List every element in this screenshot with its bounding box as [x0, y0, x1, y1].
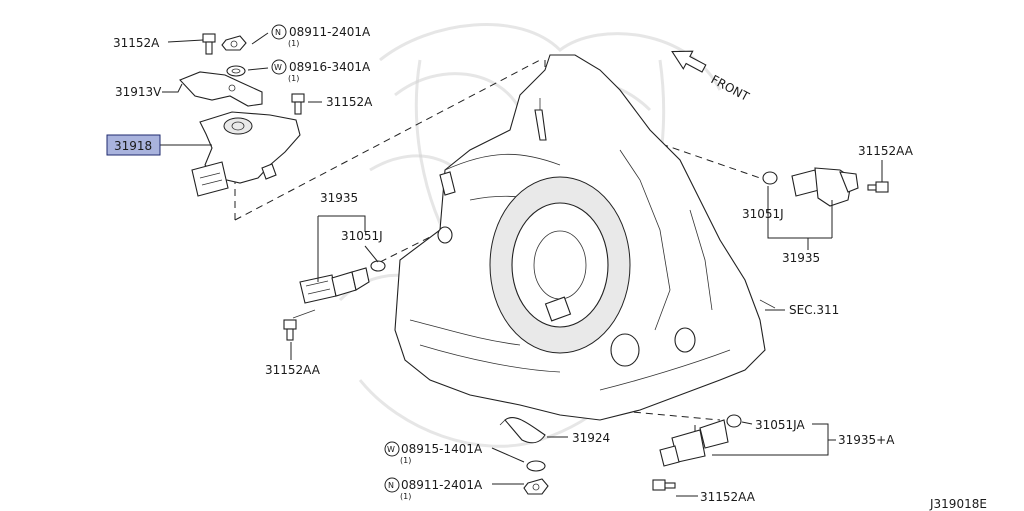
front-label: FRONT — [709, 72, 752, 104]
front-arrow-icon — [671, 50, 707, 73]
part-label-highlighted[interactable]: 31918 — [114, 139, 152, 153]
part-label[interactable]: 08916-3401A — [289, 60, 371, 74]
part-label[interactable]: 31935+A — [838, 433, 895, 447]
prefix-letter: W — [387, 445, 395, 454]
speed-sensor-bottom — [652, 414, 742, 491]
nut-icon — [221, 35, 247, 51]
bolt-icon — [867, 181, 889, 193]
diagram-id: J319018E — [929, 497, 987, 511]
leader-lines — [160, 32, 883, 497]
prefix-circle — [271, 59, 287, 75]
bolt-icon — [283, 319, 297, 341]
bolt-icon — [202, 33, 216, 55]
quantity-label: (1) — [400, 492, 411, 501]
part-label[interactable]: 31152AA — [700, 490, 756, 504]
quantity-label: (1) — [288, 39, 299, 48]
prefix-letter: N — [388, 481, 394, 490]
washer-icon — [526, 460, 546, 472]
part-label[interactable]: 31051J — [742, 207, 784, 221]
prefix-letter: W — [274, 63, 282, 72]
part-label[interactable]: 31152AA — [858, 144, 914, 158]
part-label[interactable]: 31913V — [115, 85, 162, 99]
quantity-label: (1) — [288, 74, 299, 83]
bolt-icon — [291, 93, 305, 115]
part-label[interactable]: 31152A — [113, 36, 160, 50]
part-label[interactable]: 31924 — [572, 431, 610, 445]
quantity-label: (1) — [400, 456, 411, 465]
section-label[interactable]: SEC.311 — [789, 303, 839, 317]
clip-group — [499, 417, 549, 495]
part-label[interactable]: 31935 — [782, 251, 820, 265]
part-label[interactable]: 31152A — [326, 95, 373, 109]
part-label[interactable]: 31152AA — [265, 363, 321, 377]
prefix-circle — [384, 441, 400, 457]
highlight-box — [106, 134, 161, 156]
part-label[interactable]: 31051J — [341, 229, 383, 243]
part-label[interactable]: 08911-2401A — [289, 25, 371, 39]
prefix-circle — [384, 477, 400, 493]
washer-icon — [226, 65, 246, 77]
part-label[interactable]: 08915-1401A — [401, 442, 483, 456]
bracket-icon — [179, 71, 263, 107]
part-label[interactable]: 31051JA — [755, 418, 806, 432]
part-label[interactable]: 08911-2401A — [401, 478, 483, 492]
inhibitor-switch-group — [179, 33, 305, 197]
part-label[interactable]: 31935 — [320, 191, 358, 205]
speed-sensor-right — [762, 167, 889, 207]
bolt-icon — [652, 479, 676, 491]
prefix-circle — [271, 24, 287, 40]
prefix-letter: N — [275, 28, 281, 37]
nut-icon — [523, 478, 549, 495]
speed-sensor-left — [283, 260, 386, 341]
transmission-housing — [394, 54, 776, 421]
